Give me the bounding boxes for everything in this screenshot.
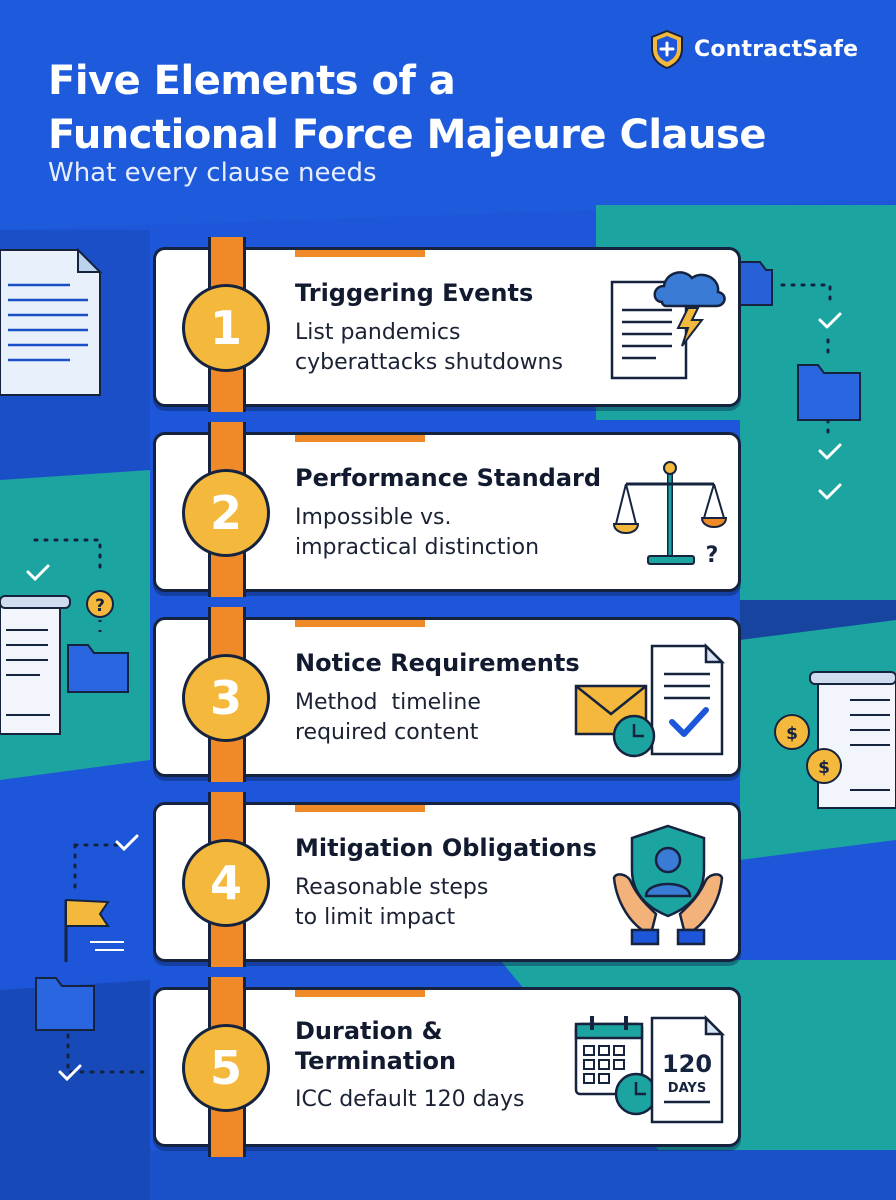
element-number-badge: 3 — [182, 654, 270, 742]
svg-text:?: ? — [706, 543, 719, 568]
title-line-1: Five Elements of a — [48, 58, 456, 104]
element-number-badge: 2 — [182, 469, 270, 557]
accent-bar-3 — [295, 620, 425, 627]
page-subtitle: What every clause needs — [48, 158, 377, 188]
brand-name: ContractSafe — [694, 36, 859, 62]
element-description: ICC default 120 days — [295, 1087, 525, 1112]
element-title: Triggering Events — [295, 279, 534, 307]
element-description: List pandemics cyberattacks shutdowns — [295, 320, 563, 375]
page-title: Five Elements of a Functional Force Maje… — [48, 54, 766, 162]
scales-icon: ? — [612, 461, 728, 568]
duration-badge-unit: DAYS — [668, 1081, 706, 1096]
element-title: Performance Standard — [295, 464, 602, 492]
title-line-2: Functional Force Majeure Clause — [48, 112, 766, 158]
brand-logo: ContractSafe — [648, 28, 858, 70]
element-title: Mitigation Obligations — [295, 834, 597, 862]
accent-bar-2 — [295, 435, 425, 442]
element-number-badge: 1 — [182, 284, 270, 372]
element-number-badge: 4 — [182, 839, 270, 927]
accent-bar-5 — [295, 990, 425, 997]
document-storm-icon — [610, 271, 726, 380]
element-title: Notice Requirements — [295, 649, 580, 677]
accent-bar-4 — [295, 805, 425, 812]
element-title: Duration & Termination — [295, 1017, 457, 1075]
element-number-badge: 5 — [182, 1024, 270, 1112]
shield-icon — [651, 29, 683, 70]
accent-bar-1 — [295, 250, 425, 257]
protect-person-icon — [612, 824, 724, 946]
element-description: Impossible vs. impractical distinction — [295, 505, 540, 560]
element-description: Method timeline required content — [295, 690, 481, 745]
duration-badge-number: 120 — [662, 1050, 712, 1078]
calendar-icon: 120 DAYS — [574, 1014, 726, 1124]
notice-envelope-icon — [574, 642, 726, 758]
element-description: Reasonable steps to limit impact — [295, 875, 489, 930]
